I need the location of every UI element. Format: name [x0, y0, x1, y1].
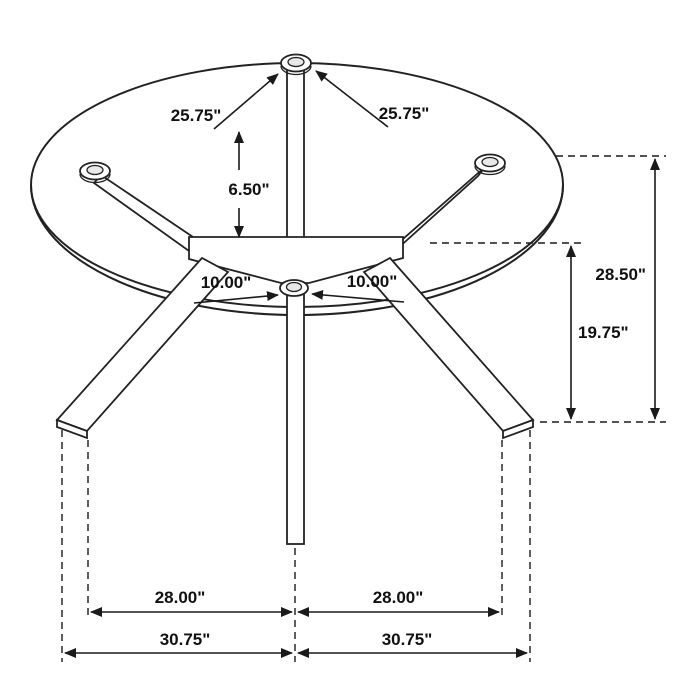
- dim-arm-right: 25.75": [315, 70, 430, 128]
- dim-arrow-hub-right: [311, 289, 405, 303]
- dim-label-base-width-right: 30.75": [382, 630, 433, 649]
- suction-cup-right-inner: [481, 156, 499, 168]
- dim-arm-left: 25.75": [171, 73, 279, 130]
- dim-label-hub-left: 10.00": [201, 273, 252, 292]
- right-foot: [502, 418, 534, 440]
- dim-foot-span-left: 28.00": [90, 588, 293, 617]
- dim-label-overall-height: 28.50": [595, 265, 646, 284]
- dim-arrow-hub-left: [193, 291, 279, 304]
- suction-cup-right-base: [474, 165, 506, 176]
- left-brace: [92, 173, 198, 253]
- table-drawing: [30, 53, 564, 545]
- dim-hub-left: 10.00": [193, 273, 279, 304]
- support-beam: [188, 236, 404, 284]
- dim-base-width-left: 30.75": [64, 630, 293, 658]
- suction-cup-left: [79, 161, 111, 184]
- dim-label-frame-depth: 6.50": [228, 180, 269, 199]
- dimension-annotations: 25.75" 25.75" 6.50" 10.00" 10.00" 28.50"…: [64, 70, 660, 658]
- right-brace: [395, 166, 486, 251]
- suction-cup-left-inner: [86, 164, 104, 176]
- dim-hub-right: 10.00": [311, 272, 405, 303]
- center-leg: [286, 293, 305, 545]
- dim-label-foot-span-left: 28.00": [155, 588, 206, 607]
- center-hub-ring-inner: [285, 281, 303, 293]
- dim-frame-depth: 6.50": [228, 131, 270, 238]
- dim-base-width-right: 30.75": [297, 630, 528, 658]
- dim-label-arm-right: 25.75": [379, 104, 430, 123]
- dim-foot-span-right: 28.00": [297, 588, 500, 617]
- dim-label-foot-span-right: 28.00": [373, 588, 424, 607]
- center-post: [286, 69, 305, 239]
- dim-label-arm-left: 25.75": [171, 106, 222, 125]
- dim-label-hub-right: 10.00": [347, 272, 398, 291]
- dim-label-apron-height: 19.75": [578, 323, 629, 342]
- dim-overall-height: 28.50": [595, 158, 660, 420]
- dim-arrow-arm-right: [315, 70, 389, 128]
- suction-cup-top-inner: [287, 56, 305, 68]
- suction-cup-right: [474, 153, 506, 176]
- suction-cup-left-base: [79, 173, 111, 184]
- left-foot: [56, 418, 88, 440]
- dim-apron-height: 19.75": [566, 245, 629, 420]
- dim-arrow-arm-left: [213, 73, 279, 130]
- extension-lines: [61, 155, 666, 662]
- suction-cup-top: [280, 53, 312, 76]
- suction-cup-top-base: [280, 65, 312, 76]
- dim-label-base-width-left: 30.75": [160, 630, 211, 649]
